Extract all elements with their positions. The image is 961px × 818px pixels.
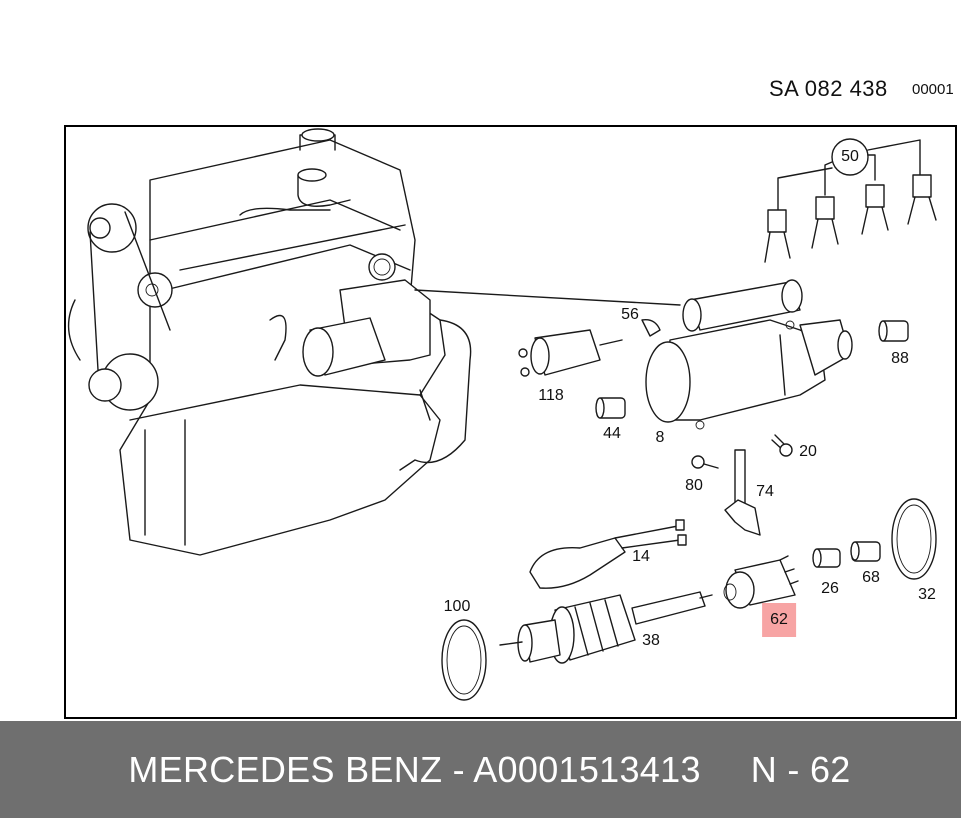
callout-62-highlighted[interactable]: 62 (762, 603, 796, 637)
engine-illustration (67, 128, 681, 556)
starter-motor-illustration (518, 279, 853, 430)
drawing-code: SA 082 438 (769, 76, 888, 101)
sheet-number: 00001 (912, 81, 954, 98)
separator: - (442, 748, 474, 790)
callout-26: 26 (821, 580, 839, 597)
part-number: A0001513413 (473, 748, 701, 790)
armature-illustration (499, 591, 713, 664)
drive-pinion-illustration (723, 555, 799, 609)
callout-8: 8 (655, 429, 665, 446)
footer-text: MERCEDES BENZ - A0001513413 N - 62 (128, 749, 850, 791)
callout-118: 118 (538, 387, 564, 404)
callout-68: 68 (862, 569, 880, 586)
callout-88: 88 (891, 350, 909, 367)
brand-name: MERCEDES BENZ (128, 748, 443, 790)
callout-14: 14 (632, 548, 650, 565)
small-parts-illustration (441, 320, 937, 701)
brush-set-illustration (764, 138, 937, 263)
callout-38: 38 (642, 632, 660, 649)
callout-20: 20 (799, 443, 817, 460)
callout-44: 44 (603, 425, 621, 442)
footer-banner: MERCEDES BENZ - A0001513413 N - 62 (0, 721, 961, 818)
callout-80: 80 (685, 477, 703, 494)
callout-74: 74 (756, 483, 774, 500)
position-label: N - 62 (750, 748, 851, 790)
callout-32: 32 (918, 586, 936, 603)
callout-100: 100 (443, 598, 471, 615)
callout-50: 50 (841, 148, 859, 165)
callout-56: 56 (621, 306, 639, 323)
